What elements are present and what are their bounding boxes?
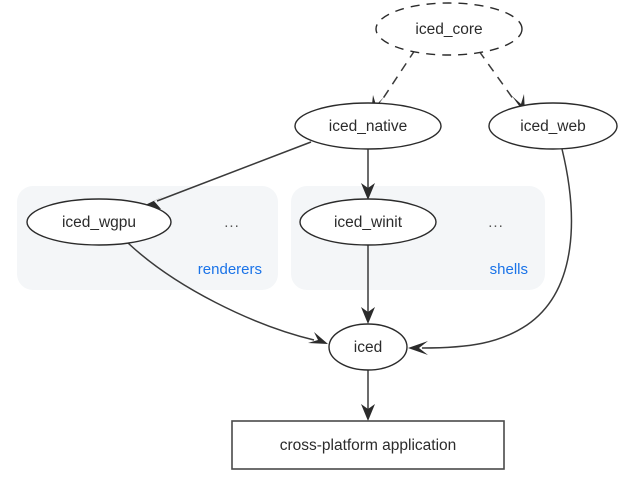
edge-iced-to-application — [361, 370, 375, 421]
node-iced-web-label: iced_web — [520, 118, 586, 135]
node-iced-wgpu[interactable]: iced_wgpu — [26, 198, 172, 246]
node-iced-core[interactable]: iced_core — [375, 2, 523, 56]
arrowhead — [408, 341, 428, 355]
node-iced-core-shape[interactable] — [375, 2, 523, 56]
node-iced-winit-label: iced_winit — [334, 214, 403, 231]
arrowhead — [361, 183, 375, 200]
edge-iced-wgpu-to-iced — [127, 242, 328, 344]
edge-line — [127, 242, 315, 341]
node-iced-winit[interactable]: iced_winit — [299, 198, 437, 246]
edge-line — [478, 50, 515, 101]
node-iced-core-label: iced_core — [415, 21, 482, 38]
edge-iced-winit-to-iced — [361, 245, 375, 324]
node-iced-native-shape[interactable] — [294, 102, 442, 150]
node-iced-winit-shape[interactable] — [299, 198, 437, 246]
edge-iced-native-to-iced-winit — [361, 149, 375, 200]
node-iced-web[interactable]: iced_web — [488, 102, 618, 150]
node-iced-shape[interactable] — [328, 323, 408, 371]
node-iced-label: iced — [354, 339, 382, 356]
node-iced[interactable]: iced — [328, 323, 408, 371]
node-iced-wgpu-shape[interactable] — [26, 198, 172, 246]
cluster-renderers-ellipsis: ... — [224, 214, 240, 231]
arrowhead — [361, 404, 375, 421]
node-iced-wgpu-label: iced_wgpu — [62, 214, 136, 231]
cluster-renderers-label: renderers — [198, 261, 262, 278]
edge-iced-core-to-iced-web — [478, 50, 525, 114]
node-application-shape[interactable] — [231, 420, 505, 470]
node-cross-platform-application[interactable]: cross-platform application — [231, 420, 505, 470]
arrowhead — [308, 332, 328, 344]
edge-iced-web-to-iced — [408, 148, 573, 355]
node-iced-native-label: iced_native — [329, 118, 407, 135]
edge-line — [381, 49, 416, 101]
arrowhead — [361, 307, 375, 324]
edge-line — [156, 141, 312, 202]
node-iced-web-shape[interactable] — [488, 102, 618, 150]
cluster-shells-label: shells — [490, 261, 528, 278]
cluster-shells-ellipsis: ... — [488, 214, 504, 231]
edge-line — [421, 148, 573, 349]
node-iced-native[interactable]: iced_native — [294, 102, 442, 150]
node-application-label: cross-platform application — [280, 437, 457, 454]
